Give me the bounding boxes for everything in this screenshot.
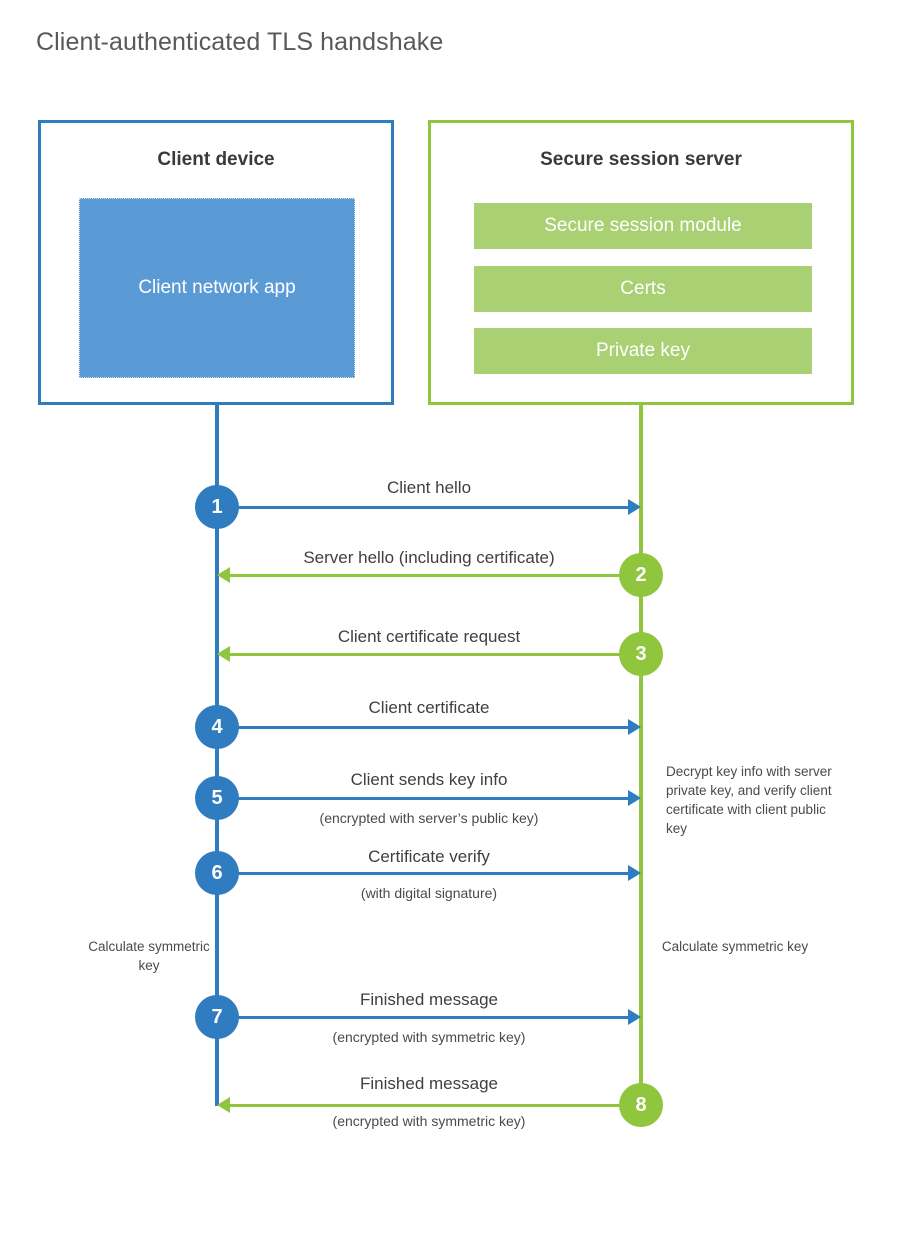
message-8-arrowhead-icon	[217, 1097, 230, 1113]
message-5-line	[217, 797, 629, 800]
secure-session-server-title: Secure session server	[540, 149, 742, 170]
client-network-app-block: Client network app	[79, 198, 355, 378]
server-lifeline	[639, 405, 643, 1105]
secure-session-server-box: Secure session server Secure session mod…	[428, 120, 854, 405]
message-1-line	[217, 506, 629, 509]
message-8-label: Finished message	[360, 1074, 498, 1093]
message-8-line	[230, 1104, 641, 1107]
message-2-label: Server hello (including certificate)	[303, 548, 555, 567]
message-6-label: Certificate verify	[368, 847, 490, 866]
server-component-private-key: Private key	[474, 328, 812, 374]
message-5-sublabel: (encrypted with server’s public key)	[319, 810, 539, 826]
client-device-title: Client device	[157, 149, 275, 170]
page-title: Client-authenticated TLS handshake	[36, 28, 444, 56]
message-4-arrowhead-icon	[628, 719, 641, 735]
message-3-line	[230, 653, 641, 656]
message-3-label: Client certificate request	[337, 627, 521, 646]
message-1-label: Client hello	[386, 478, 472, 497]
message-6-sublabel: (with digital signature)	[360, 885, 498, 901]
message-4-label: Client certificate	[368, 698, 490, 717]
message-7-arrowhead-icon	[628, 1009, 641, 1025]
server-component-secure-session-module: Secure session module	[474, 203, 812, 249]
step-marker-3: 3	[619, 632, 663, 676]
message-6-arrowhead-icon	[628, 865, 641, 881]
step-marker-2: 2	[619, 553, 663, 597]
note-decrypt-key-info: Decrypt key info with server private key…	[666, 764, 832, 837]
message-3-arrowhead-icon	[217, 646, 230, 662]
message-5-arrowhead-icon	[628, 790, 641, 806]
message-4-line	[217, 726, 629, 729]
message-8-sublabel: (encrypted with symmetric key)	[332, 1113, 526, 1129]
step-marker-4: 4	[195, 705, 239, 749]
message-7-line	[217, 1016, 629, 1019]
server-component-certs: Certs	[474, 266, 812, 312]
step-marker-6: 6	[195, 851, 239, 895]
client-device-box: Client device Client network app	[38, 120, 394, 405]
message-6-line	[217, 872, 629, 875]
message-5-label: Client sends key info	[350, 770, 508, 789]
step-marker-8: 8	[619, 1083, 663, 1127]
message-1-arrowhead-icon	[628, 499, 641, 515]
message-7-sublabel: (encrypted with symmetric key)	[332, 1029, 526, 1045]
client-lifeline	[215, 405, 219, 1106]
note-calculate-symmetric-key-client: Calculate symmetric key	[88, 939, 210, 974]
message-7-label: Finished message	[360, 990, 498, 1009]
step-marker-7: 7	[195, 995, 239, 1039]
step-marker-1: 1	[195, 485, 239, 529]
step-marker-5: 5	[195, 776, 239, 820]
note-calculate-symmetric-key-server: Calculate symmetric key	[661, 939, 809, 954]
message-2-arrowhead-icon	[217, 567, 230, 583]
message-2-line	[230, 574, 641, 577]
